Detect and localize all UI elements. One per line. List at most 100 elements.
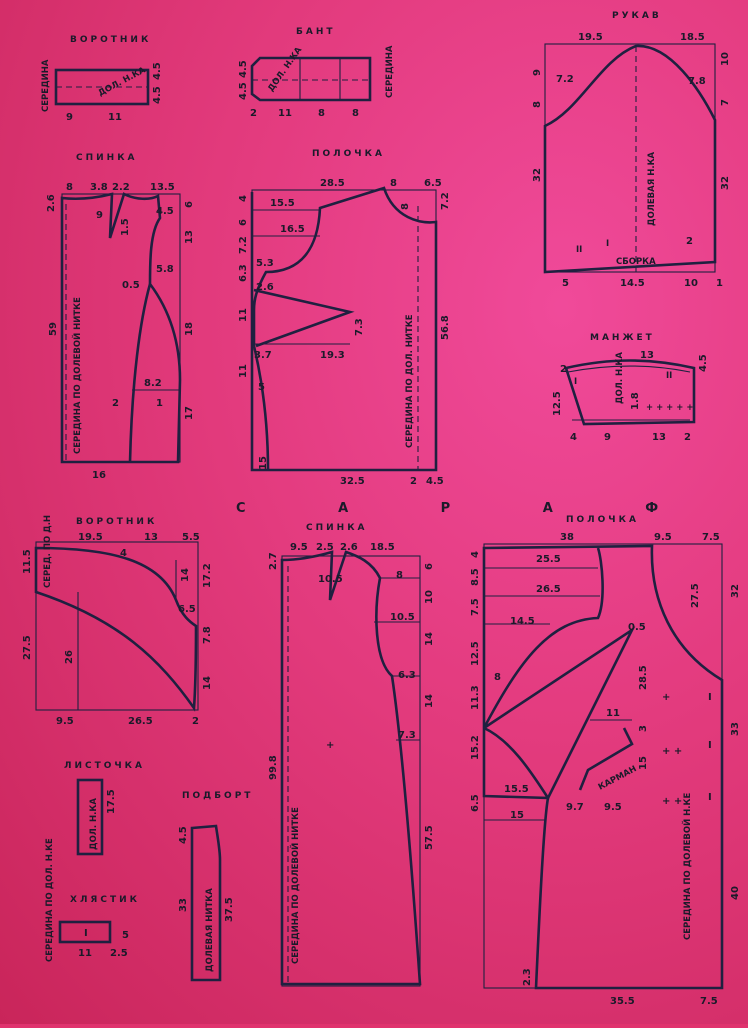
front-1-dim: 28.5 [320,178,345,189]
back-1-dim: 1.5 [120,218,131,236]
hanger-mark: I [84,928,88,939]
collar-1-piece: ВОРОТНИК СЕРЕДИНА ДОЛ. Н.КА 4.5 4.5 9 11 [41,35,163,123]
front-1-dim: 8 [390,178,397,189]
back-2-dim: 10.5 [390,612,415,623]
facing-grain-label: ДОЛЕВАЯ НИТКА [205,888,215,972]
front-2-dim: 28.5 [638,665,649,690]
back-2-dim: 9.5 [290,542,308,553]
collar-2-dim: 2 [192,716,199,727]
front-2-pocket-label: КАРМАН [597,764,639,793]
front-2-dim: 4 [470,551,481,558]
hanger-title: ХЛЯСТИК [70,895,140,905]
sleeve-notch-mark: I [606,239,609,249]
front-2-dim: 7.5 [700,996,718,1007]
cuff-marks: + + + + + [646,403,693,413]
front-2-dim: 40 [730,886,741,900]
collar-2-dim: 26.5 [128,716,153,727]
front-2-dim: 3 [638,725,649,732]
back-2-dim: 6 [424,563,435,570]
front-1-dim: 19.3 [320,350,345,361]
collar-2-dim: 26 [64,650,75,664]
front-1-dim: 15.5 [270,198,295,209]
front-1-dim: 4 [238,195,249,202]
back-2-dim: 7.3 [398,730,416,741]
hanger-dim: 2.5 [110,948,128,959]
back-2-dim: 2.7 [268,552,279,570]
sleeve-dim: 9 [532,69,543,76]
back-1-title: СПИНКА [76,153,138,163]
bow-dim: 8 [318,108,325,119]
hanger-dim: 11 [78,948,92,959]
facing-title: ПОДБОРТ [182,791,253,801]
back-1-dim: 13 [184,230,195,244]
back-2-dim: 99.8 [268,755,279,780]
collar-1-center-label: СЕРЕДИНА [41,59,51,112]
back-2-dim: 2.6 [340,542,358,553]
bow-dim: 8 [352,108,359,119]
cuff-dim: 13 [640,350,654,361]
facing-dim: 37.5 [224,897,235,922]
front-1-dim: 15 [258,456,269,470]
front-1-dim: 7.3 [354,318,365,336]
back-1-dim: 9 [96,210,103,221]
collar-1-dim: 4.5 [152,62,163,80]
front-2-dim: 0.5 [628,622,646,633]
bow-piece: БАНТ СЕРЕДИНА ДОЛ. Н.КА 4.5 4.5 2 11 8 8 [238,27,395,119]
collar-2-dim: 6.5 [178,604,196,615]
facing-piece: ПОДБОРТ 4.5 33 ДОЛЕВАЯ НИТКА 37.5 [178,791,253,982]
front-1-dim: 7.2 [238,236,249,254]
collar-1-title: ВОРОТНИК [70,35,151,45]
front-2-dim: 8 [494,672,501,683]
cuff-dim: 1.8 [630,392,641,410]
bow-grain-label: ДОЛ. Н.КА [266,45,304,94]
cuff-title: МАНЖЕТ [590,333,655,343]
hanger-piece: ХЛЯСТИК СЕРЕДИНА ПО ДОЛ. Н.КЕ I 5 11 2.5 [45,838,140,962]
back-1-dim: 13.5 [150,182,175,193]
back-2-dim: 2.5 [316,542,334,553]
collar-1-dim: 4.5 [152,86,163,104]
front-1-dart [252,288,355,348]
sleeve-notch-mark: II [576,245,582,255]
back-2-dim: 10 [424,590,435,604]
back-1-dim: 18 [184,322,195,336]
front-2-center-label: СЕРЕДИНА ПО ДОЛЕВОЙ Н.КЕ [681,793,693,940]
front-2-dim: 27.5 [690,583,701,608]
cuff-mark: II [666,371,672,381]
cuff-piece: МАНЖЕТ 13 2 4.5 I II 12.5 ДОЛ. Н.КА 1.8 … [552,333,709,443]
cuff-mark: I [574,377,577,387]
leaf-grain-label: ДОЛ. Н.КА [89,798,99,850]
collar-2-dim: 13 [144,532,158,543]
collar-2-dim: 14 [202,676,213,690]
front-2-dim: 11 [606,708,620,719]
collar-2-frame [35,541,199,711]
front-1-dim: 5.3 [256,258,274,269]
bow-dim: 4.5 [238,82,249,100]
front-1-dim: 2.6 [256,282,274,293]
front-2-dim: 6.5 [470,794,481,812]
facing-dim: 4.5 [178,826,189,844]
sleeve-gather-label: СБОРКА [616,257,656,267]
front-2-dim: 15.5 [504,784,529,795]
front-1-dim: 4.5 [426,476,444,487]
cuff-dim: 2 [560,364,567,375]
sleeve-title: РУКАВ [612,11,662,21]
back-1-dim: 2 [112,398,119,409]
back-2-outline [280,550,422,986]
front-2-dim: 11.3 [470,685,481,710]
front-1-dim: 11 [238,364,249,378]
back-1-dim: 16 [92,470,106,481]
front-2-dim: 32 [730,584,741,598]
collar-2-dim: 27.5 [22,635,33,660]
back-1-dim: 2.6 [46,194,57,212]
front-2-dim: 9.5 [654,532,672,543]
collar-2-title: ВОРОТНИК [76,517,157,527]
collar-2-dim: 19.5 [78,532,103,543]
front-2-dim: 25.5 [536,554,561,565]
collar-2-dim: 14 [180,568,191,582]
sleeve-dim: 5 [562,278,569,289]
front-1-dim: 11 [238,308,249,322]
sleeve-dim: 7.8 [688,76,706,87]
front-2-title: ПОЛОЧКА [566,515,639,525]
front-2-dim: 38 [560,532,574,543]
